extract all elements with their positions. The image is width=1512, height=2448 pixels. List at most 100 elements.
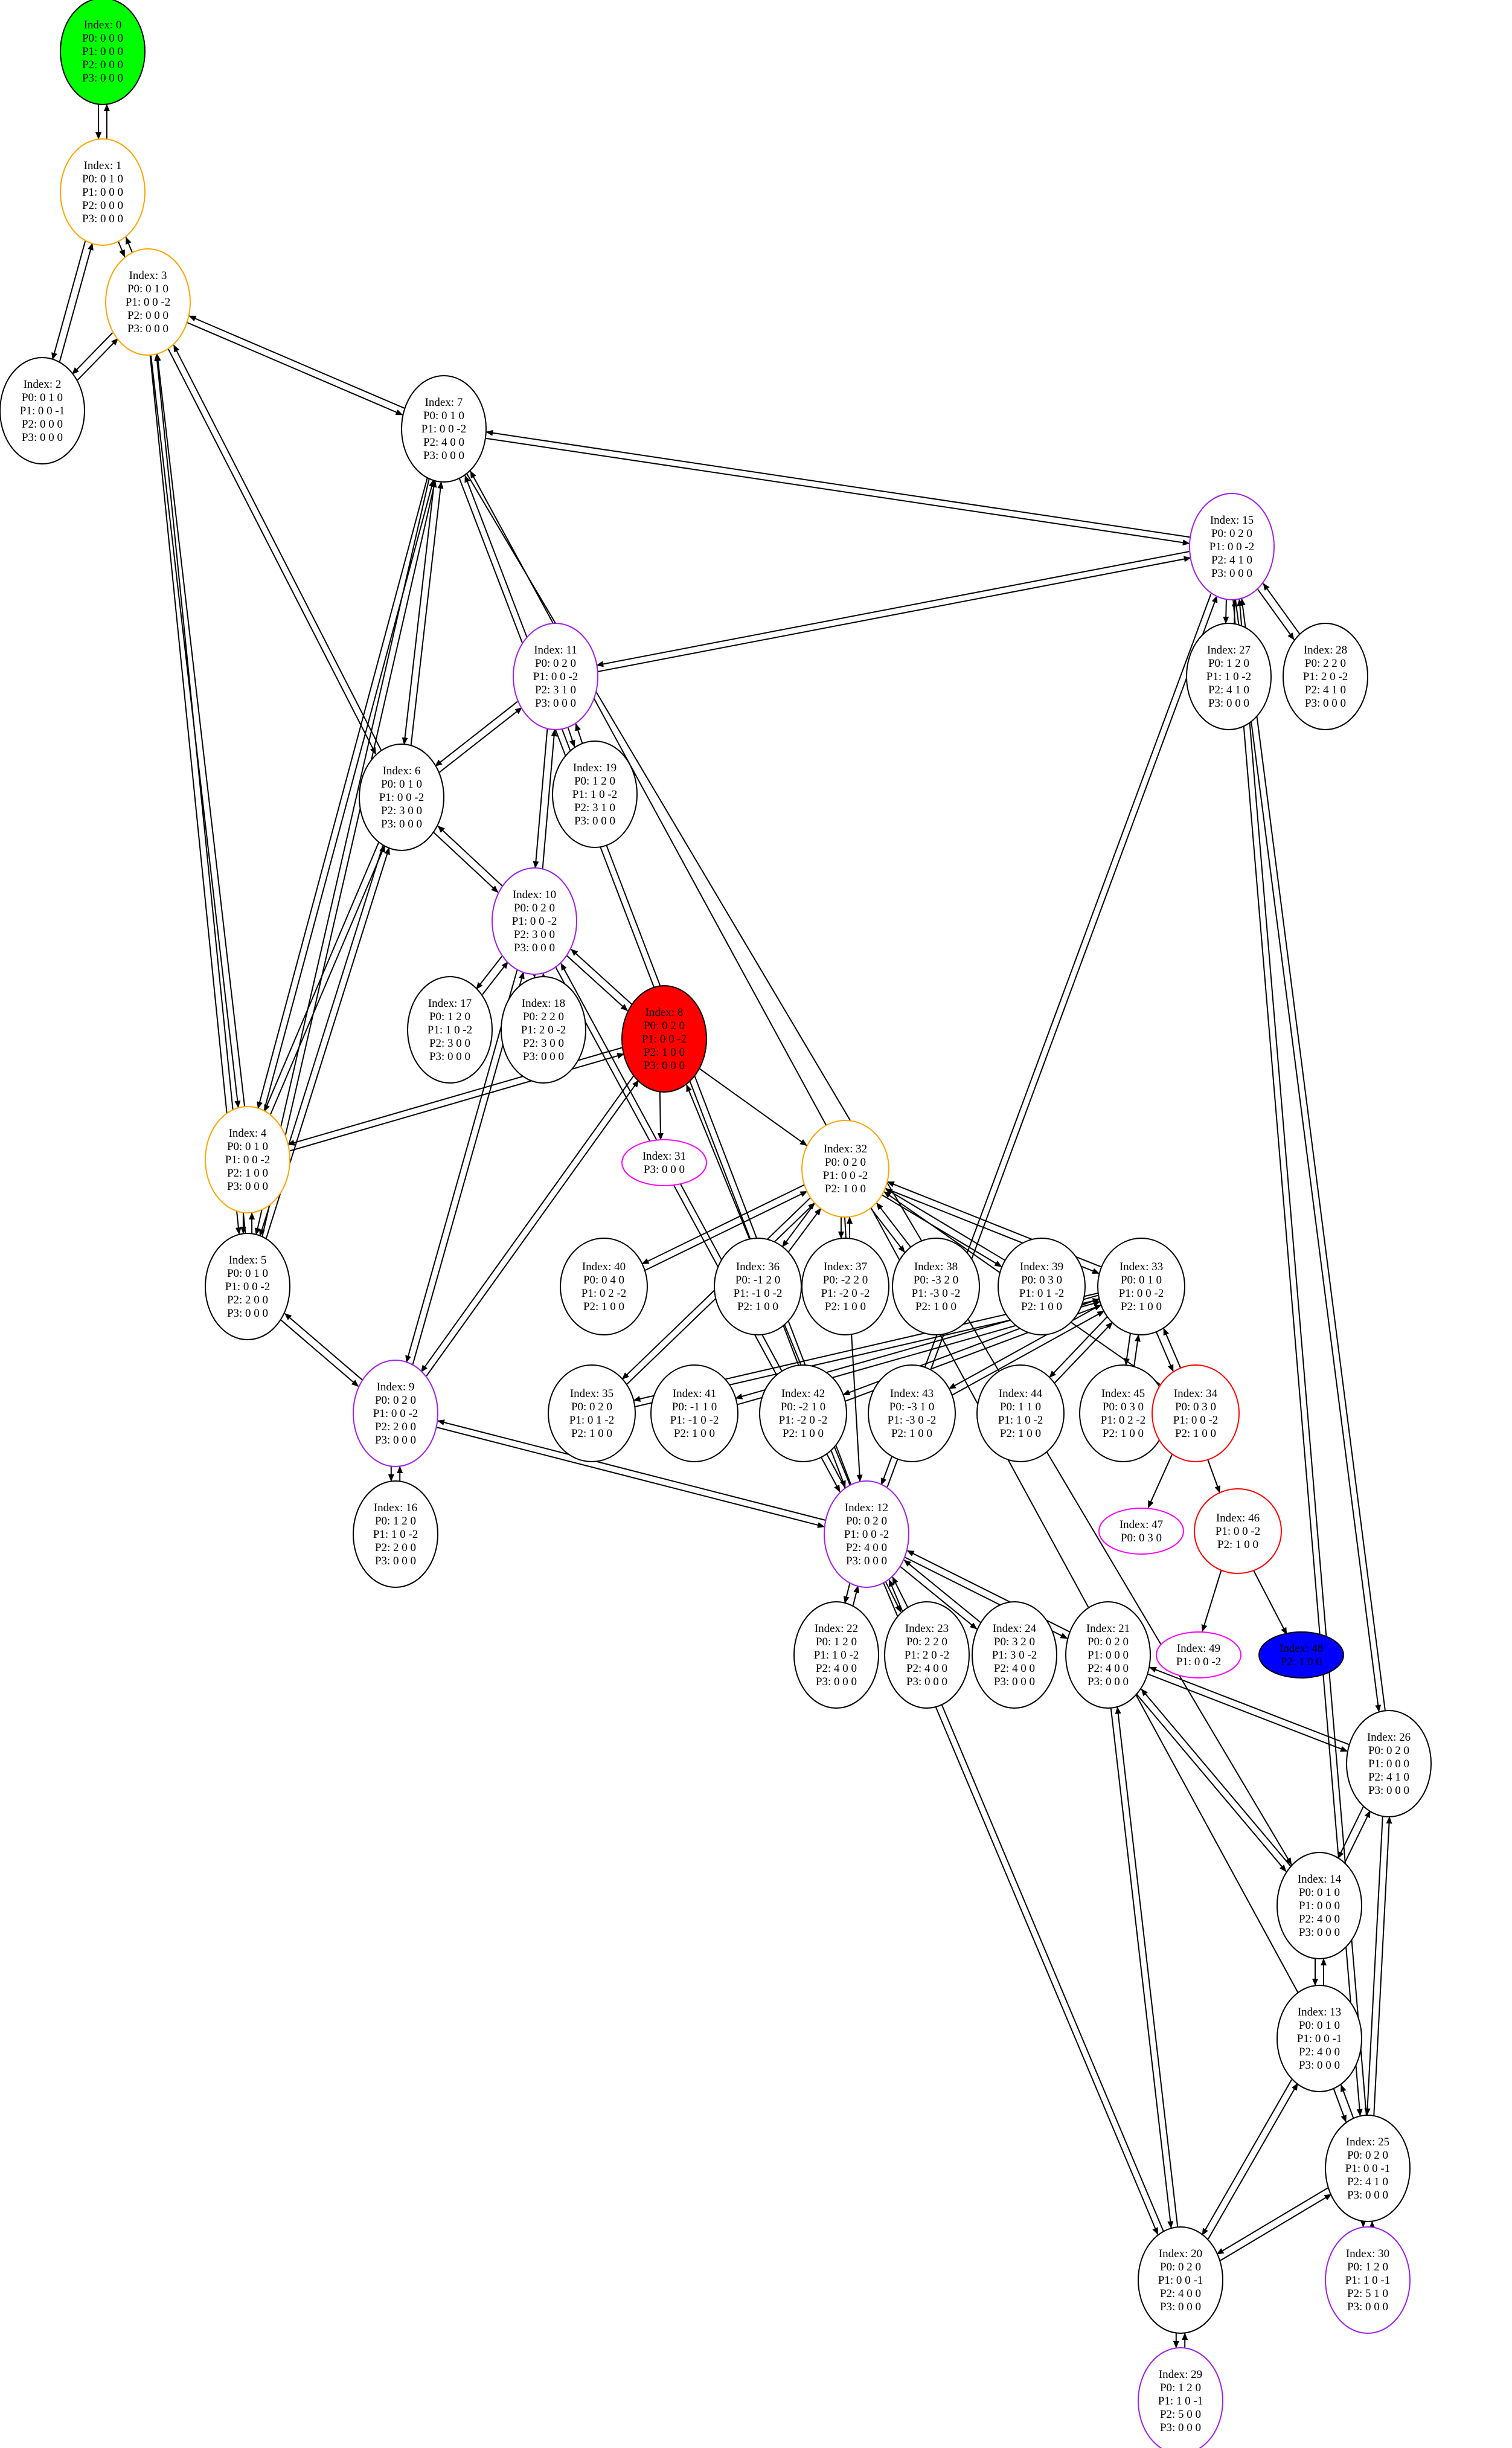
state-node-shape (353, 1480, 438, 1588)
node-player-line: P2: 4 0 0 (1160, 2287, 1201, 2300)
node-player-line: P0: 0 2 0 (644, 1020, 685, 1032)
edge-21-to-14 (1135, 1693, 1287, 1872)
edge-39-to-32 (885, 1187, 1006, 1261)
node-player-line: P2: 1 0 0 (891, 1427, 932, 1440)
node-player-line: P0: 0 1 0 (1299, 2019, 1340, 2032)
edge-20-to-25 (1220, 2194, 1332, 2261)
node-player-line: P1: 0 0 -2 (421, 423, 466, 435)
node-player-line: P3: 0 0 0 (1347, 2189, 1388, 2202)
node-index-label: Index: 43 (890, 1387, 934, 1400)
edge-11-to-15 (597, 556, 1191, 672)
node-player-line: P1: 0 0 -2 (373, 1407, 418, 1420)
node-index-label: Index: 28 (1304, 644, 1347, 657)
node-player-line: P2: 0 0 0 (22, 418, 63, 431)
node-player-line: P0: 0 1 0 (127, 283, 168, 295)
node-player-line: P0: 0 0 0 (82, 32, 123, 45)
edge-21-to-26 (1147, 1673, 1348, 1752)
node-player-line: P1: 0 0 0 (82, 186, 123, 199)
edge-6-to-7 (410, 481, 444, 745)
node-index-label: Index: 38 (914, 1261, 958, 1273)
state-node-shape (1325, 2226, 1411, 2334)
node-player-line: P2: 4 0 0 (1299, 2046, 1340, 2058)
edge-15-to-12 (880, 593, 1212, 1486)
node-player-line: P1: 0 2 -2 (1101, 1414, 1145, 1427)
node-player-line: P1: 0 0 0 (82, 45, 123, 58)
node-player-line: P1: 1 0 -2 (998, 1414, 1043, 1427)
state-node-shape (1065, 1601, 1151, 1709)
node-index-label: Index: 2 (24, 378, 62, 391)
edge-14-to-26 (1344, 1810, 1371, 1863)
state-node-shape (359, 744, 444, 851)
state-node-0: Index: 0P0: 0 0 0P1: 0 0 0P2: 0 0 0P3: 0… (60, 0, 146, 105)
node-player-line: P2: 4 1 0 (1368, 1771, 1409, 1784)
edge-7-to-3 (188, 315, 406, 410)
node-player-line: P2: 1 0 0 (571, 1427, 612, 1440)
node-player-line: P3: 0 0 0 (429, 1050, 470, 1063)
state-node-1: Index: 1P0: 0 1 0P1: 0 0 0P2: 0 0 0P3: 0… (60, 138, 146, 246)
edge-28-to-15 (1263, 583, 1301, 635)
node-player-line: P3: 0 0 0 (1160, 2301, 1201, 2313)
node-player-line: P0: 0 1 0 (381, 778, 422, 791)
node-player-line: P2: 4 0 0 (906, 1662, 947, 1675)
edge-12-to-15 (886, 595, 1218, 1488)
node-player-line: P2: 4 1 0 (1305, 684, 1346, 696)
node-player-line: P3: 0 0 0 (846, 1555, 887, 1567)
state-node-shape (650, 1364, 738, 1462)
node-player-line: P1: 0 0 -1 (1345, 2162, 1390, 2175)
node-player-line: P0: 0 1 0 (1299, 1886, 1340, 1899)
node-player-line: P3: 0 0 0 (644, 1059, 685, 1072)
node-index-label: Index: 41 (673, 1387, 716, 1400)
node-index-label: Index: 40 (582, 1261, 626, 1273)
node-index-label: Index: 7 (425, 396, 463, 409)
edge-13-to-7 (470, 471, 1299, 1994)
state-node-shape (801, 1238, 889, 1335)
node-player-line: P2: 1 0 0 (1281, 1656, 1322, 1668)
node-player-line: P2: 1 0 0 (1103, 1427, 1144, 1440)
node-player-line: P0: -2 1 0 (781, 1401, 825, 1413)
node-player-line: P2: 4 1 0 (1211, 554, 1252, 567)
edge-13-to-20 (1202, 2079, 1292, 2236)
edge-9-to-5 (284, 1312, 364, 1381)
node-index-label: Index: 30 (1346, 2247, 1389, 2260)
edge-8-to-32 (698, 1067, 807, 1146)
node-player-line: P2: 3 0 0 (429, 1037, 470, 1050)
edge-36-to-32 (788, 1207, 822, 1252)
node-player-line: P2: 1 0 0 (1021, 1300, 1062, 1313)
node-player-line: P2: 1 0 0 (674, 1427, 715, 1440)
node-player-line: P2: 2 0 0 (227, 1294, 268, 1306)
state-node-shape (513, 623, 598, 730)
edge-34-to-33 (1163, 1328, 1182, 1369)
edge-15-to-26 (1235, 599, 1382, 1712)
node-player-line: P1: 0 0 -2 (225, 1280, 270, 1293)
node-player-line: P1: 2 0 -2 (1303, 670, 1348, 683)
node-index-label: Index: 12 (845, 1502, 888, 1514)
edge-32-to-39 (881, 1194, 1002, 1268)
node-index-label: Index: 9 (377, 1381, 415, 1393)
edge-10-to-8 (566, 954, 628, 1012)
state-node-shape (1277, 1852, 1362, 1959)
node-player-line: P1: -1 0 -2 (670, 1414, 719, 1427)
state-node-shape (492, 867, 577, 975)
state-node-shape (1283, 623, 1368, 730)
node-player-line: P0: 0 3 0 (1175, 1401, 1216, 1413)
edge-33-to-45 (1124, 1333, 1131, 1366)
node-player-line: P3: 0 0 0 (227, 1307, 268, 1320)
state-node-shape (1189, 493, 1275, 600)
state-node-shape (1156, 1631, 1241, 1679)
edge-5-to-7 (261, 480, 437, 1236)
state-node-shape (868, 1364, 956, 1462)
node-player-line: P2: 4 0 0 (423, 436, 464, 449)
node-player-line: P0: 0 2 0 (571, 1401, 612, 1413)
